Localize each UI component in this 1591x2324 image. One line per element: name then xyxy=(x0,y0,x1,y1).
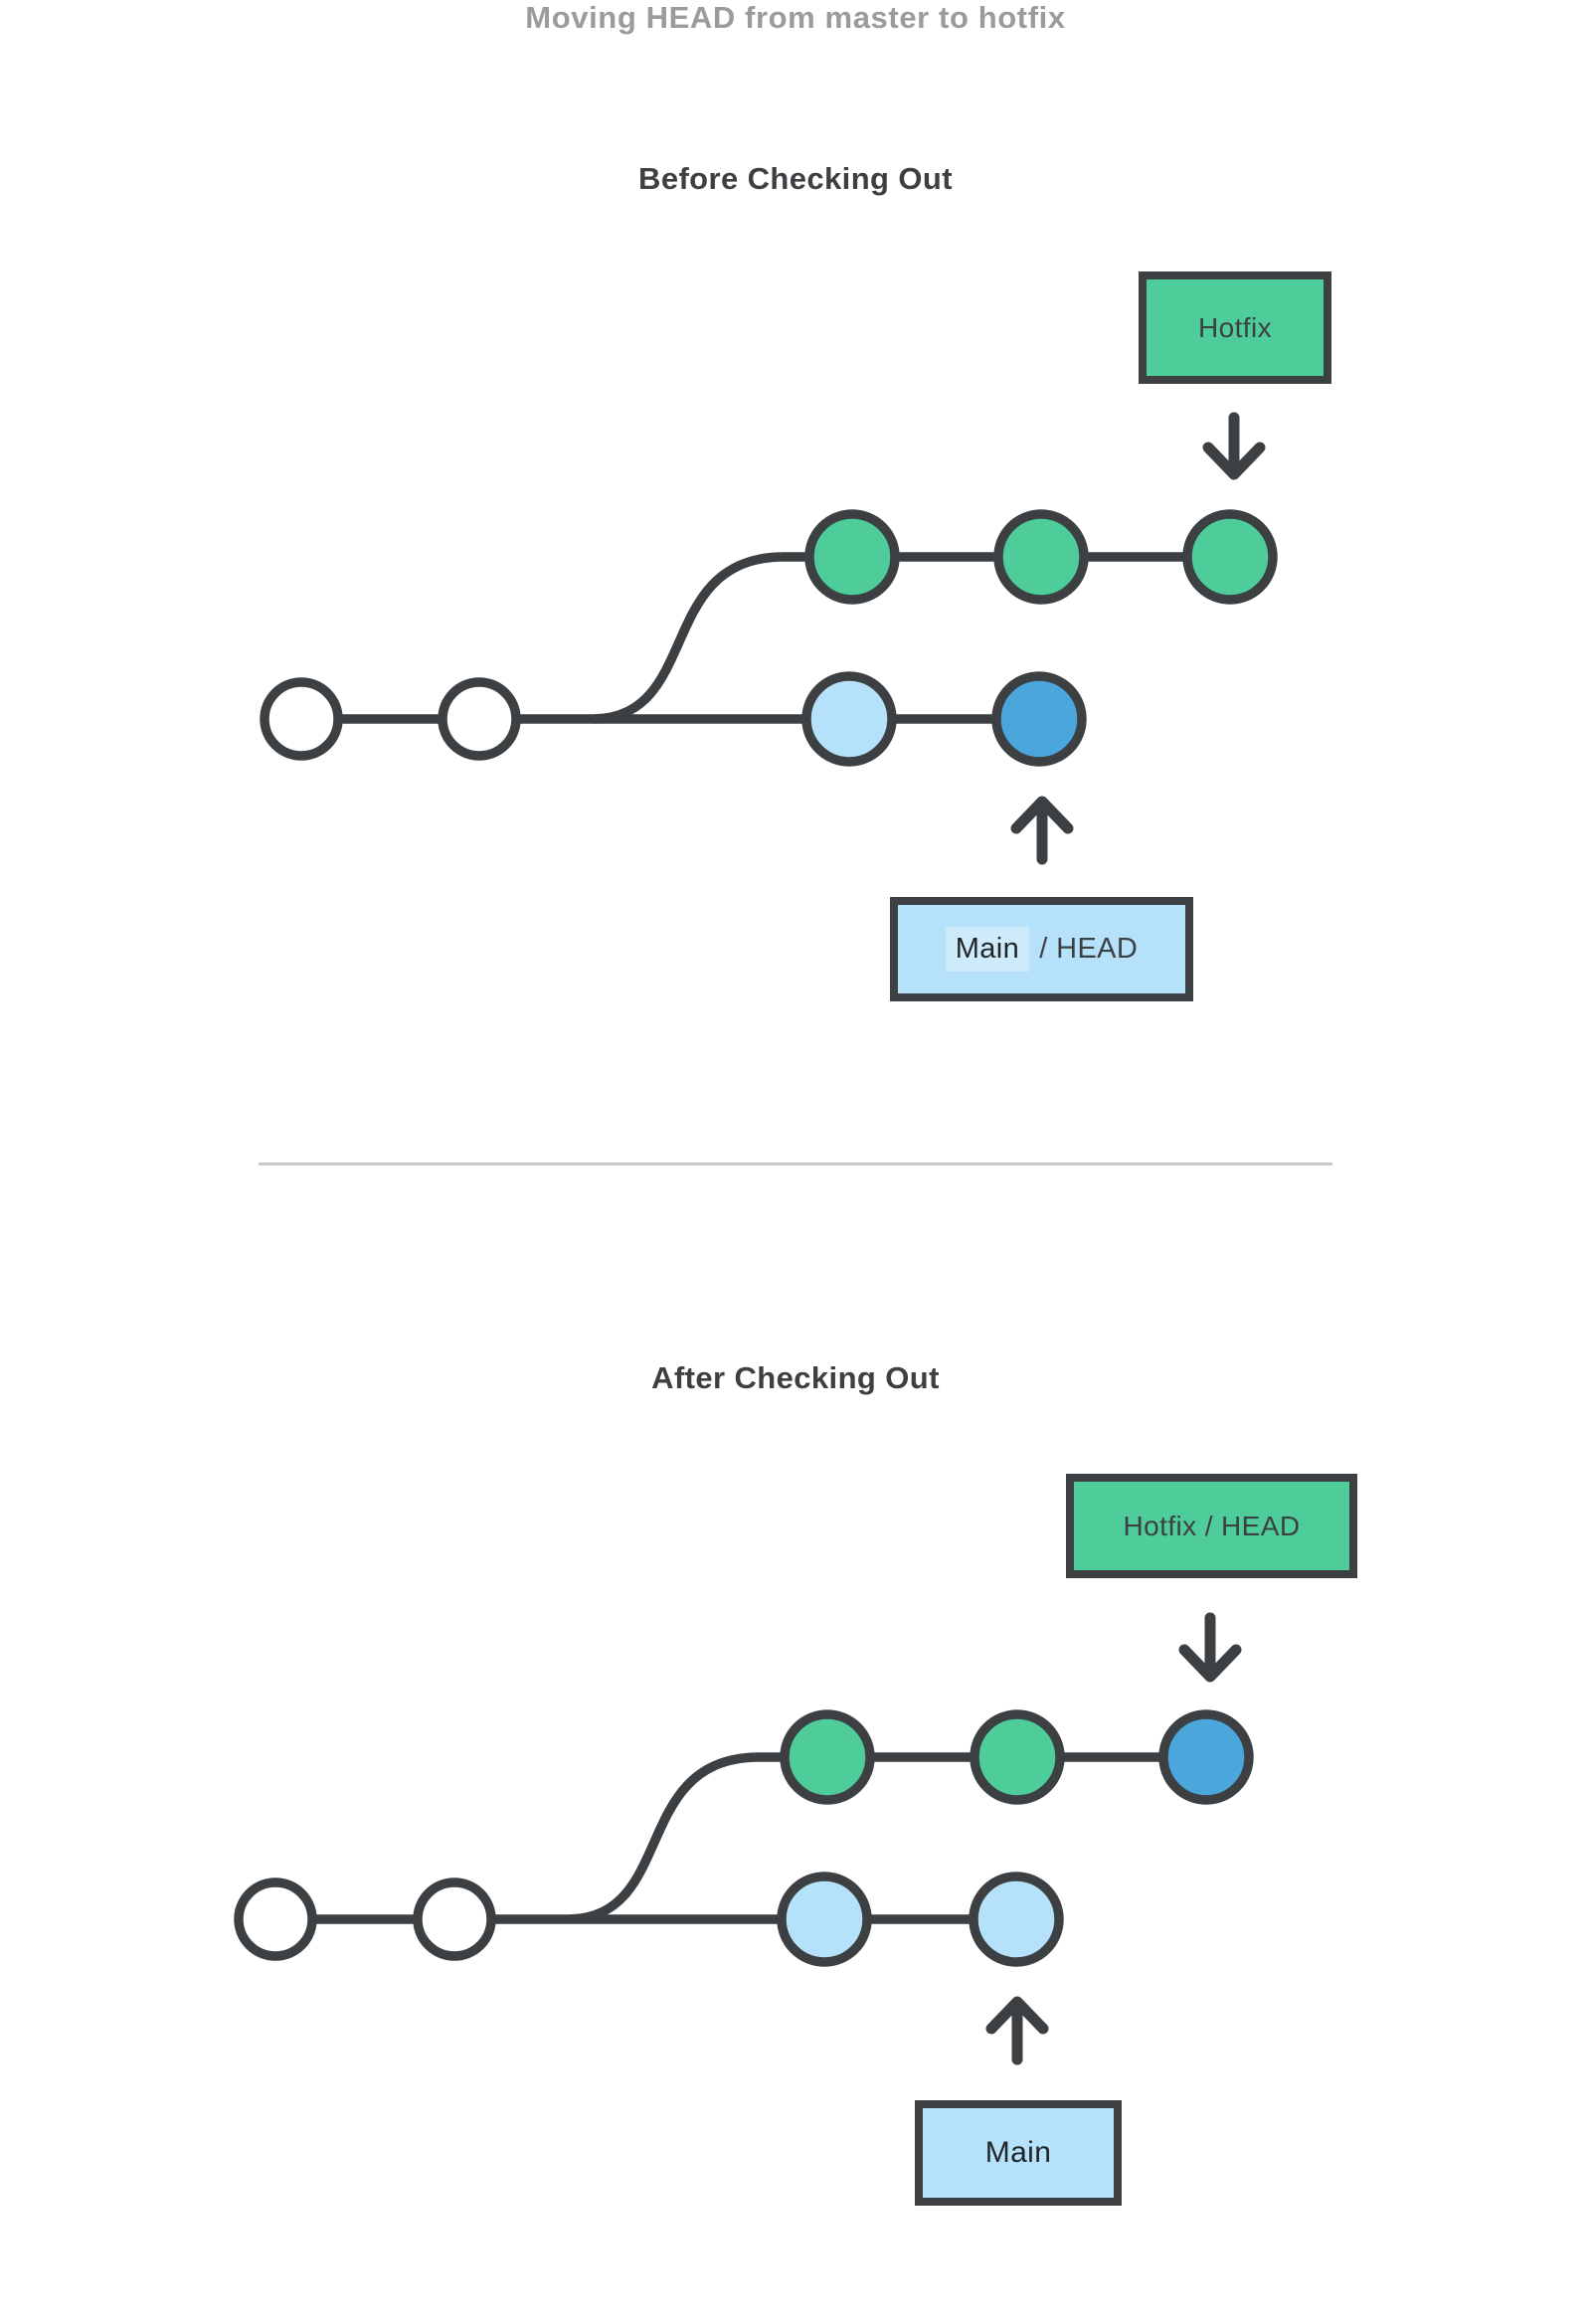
before-hotfix-commit-1 xyxy=(804,509,900,605)
hotfix-head-label-text: Hotfix / HEAD xyxy=(1123,1510,1301,1541)
before-main-commit-3 xyxy=(801,671,897,767)
hotfix-head-label-box: Hotfix / HEAD xyxy=(1066,1474,1357,1578)
hotfix-branch-label-text: Hotfix xyxy=(1198,311,1272,343)
before-main-commit-2 xyxy=(438,677,521,761)
down-arrow-icon xyxy=(1178,1612,1242,1683)
main-branch-label-box: Main xyxy=(915,2100,1122,2206)
up-arrow-icon xyxy=(1010,796,1074,865)
before-graph xyxy=(260,412,1278,865)
hotfix-branch-label-box: Hotfix xyxy=(1139,271,1331,384)
down-arrow-icon xyxy=(1202,412,1266,480)
main-label-text: Main xyxy=(945,927,1030,972)
before-main-commit-4-head xyxy=(991,671,1087,767)
up-arrow-icon xyxy=(985,1996,1049,2065)
after-main-commit-4 xyxy=(969,1872,1064,1967)
after-branch-fork-curve xyxy=(569,1752,757,1924)
after-hotfix-commit-3-head xyxy=(1158,1709,1254,1805)
before-main-commit-1 xyxy=(260,677,343,761)
after-hotfix-commit-1 xyxy=(780,1709,875,1805)
main-head-label-box: Main / HEAD xyxy=(890,897,1193,1001)
page-title: Moving HEAD from master to hotfix xyxy=(525,0,1066,35)
before-branch-fork-curve xyxy=(594,552,782,724)
before-hotfix-commit-3 xyxy=(1182,509,1278,605)
section-divider xyxy=(259,1162,1332,1165)
after-graph xyxy=(234,1612,1254,2065)
before-section-heading: Before Checking Out xyxy=(638,161,953,196)
head-suffix-text: / HEAD xyxy=(1039,933,1139,965)
main-branch-label-text: Main xyxy=(984,2136,1052,2169)
after-main-commit-1 xyxy=(234,1877,317,1961)
after-main-commit-3 xyxy=(777,1872,872,1967)
before-hotfix-commit-2 xyxy=(993,509,1089,605)
after-main-commit-2 xyxy=(413,1877,496,1961)
after-hotfix-commit-2 xyxy=(970,1709,1065,1805)
after-section-heading: After Checking Out xyxy=(651,1360,940,1395)
